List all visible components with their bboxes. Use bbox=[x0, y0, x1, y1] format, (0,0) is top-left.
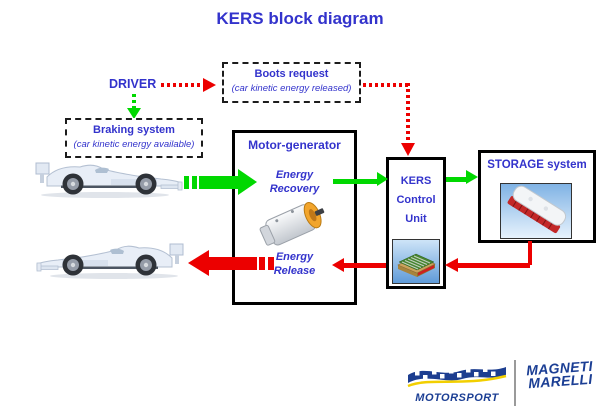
kers-to-release-arrow-shaft bbox=[344, 263, 386, 268]
storage-to-kers-arrowhead-icon bbox=[445, 258, 458, 272]
race-car-top-icon bbox=[35, 162, 183, 199]
control-unit-module-icon bbox=[392, 239, 440, 284]
boost-request-subtitle: (car kinetic energy released) bbox=[231, 83, 352, 94]
mg-to-car-arrow-dash bbox=[259, 257, 265, 270]
storage-system-title: STORAGE system bbox=[487, 159, 587, 171]
driver-label: DRIVER bbox=[109, 77, 157, 91]
energy-release-label: Energy Release bbox=[273, 251, 316, 277]
mg-to-car-arrow-shaft bbox=[209, 257, 257, 270]
boost-to-kers-arrowhead-icon bbox=[401, 143, 415, 156]
motor-generator-title: Motor-generator bbox=[248, 138, 341, 152]
battery-pack-icon bbox=[500, 183, 572, 239]
motorsport-label: MOTORSPORT bbox=[415, 392, 499, 404]
mg-to-kers-arrow-shaft bbox=[333, 179, 379, 184]
motorsport-logo: MOTORSPORT bbox=[406, 362, 508, 404]
kers-to-release-arrowhead-icon bbox=[332, 258, 344, 272]
logo-divider bbox=[514, 360, 516, 406]
car-to-mg-arrow-dash bbox=[192, 176, 197, 189]
storage-system-box: STORAGE system bbox=[478, 150, 596, 243]
boost-to-kers-dotted-line-vertical bbox=[406, 83, 410, 143]
mg-to-car-arrowhead-icon bbox=[188, 250, 209, 276]
braking-system-title: Braking system bbox=[93, 124, 175, 136]
storage-to-kers-arrow-shaft bbox=[458, 263, 530, 268]
kers-to-storage-arrow-shaft bbox=[446, 177, 468, 182]
driver-to-boost-arrowhead-icon bbox=[203, 78, 216, 92]
checkered-flag-icon bbox=[407, 367, 507, 388]
storage-return-line-vertical bbox=[528, 241, 532, 265]
car-to-mg-arrowhead-icon bbox=[238, 169, 257, 195]
boost-to-kers-dotted-line-horizontal bbox=[363, 83, 408, 87]
braking-system-subtitle: (car kinetic energy available) bbox=[73, 139, 195, 150]
car-to-mg-arrow-shaft bbox=[199, 176, 238, 189]
magneti-marelli-logo: MAGNETI MARELLI bbox=[519, 358, 600, 392]
kers-to-storage-arrowhead-icon bbox=[466, 170, 478, 184]
braking-system-box: Braking system (car kinetic energy avail… bbox=[65, 118, 203, 158]
page-title: KERS block diagram bbox=[216, 9, 384, 28]
mg-to-car-arrow-dash bbox=[268, 257, 274, 270]
motor-generator-icon bbox=[259, 201, 325, 246]
kers-control-unit-box: KERS Control Unit bbox=[386, 157, 446, 289]
kers-control-unit-title: KERS Control Unit bbox=[396, 175, 436, 225]
car-to-mg-arrow-dash bbox=[184, 176, 189, 189]
magneti-marelli-line2: MARELLI bbox=[527, 371, 594, 392]
motor-generator-box: Motor-generator Energy Recovery Energy R… bbox=[232, 130, 357, 305]
driver-to-braking-dotted-line bbox=[132, 94, 136, 109]
driver-to-braking-arrowhead-icon bbox=[127, 108, 141, 119]
driver-to-boost-dotted-line bbox=[161, 83, 203, 87]
mg-to-kers-arrowhead-icon bbox=[377, 172, 388, 186]
race-car-bottom-icon bbox=[36, 243, 184, 280]
boost-request-title: Boots request bbox=[254, 68, 329, 80]
boost-request-box: Boots request (car kinetic energy releas… bbox=[222, 62, 361, 103]
energy-recovery-label: Energy Recovery bbox=[269, 169, 320, 195]
